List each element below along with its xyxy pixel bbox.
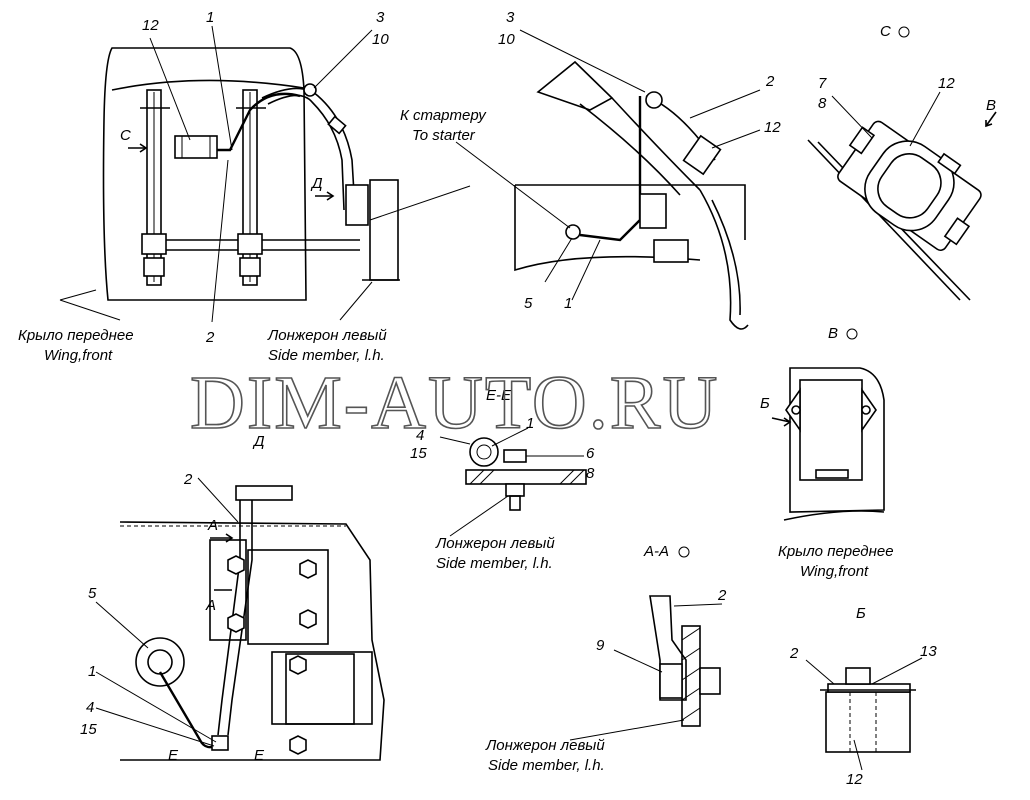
- label-7-c: 7: [818, 75, 827, 92]
- view-b: [771, 367, 885, 521]
- label-bb-arrow: Б: [760, 395, 770, 412]
- section-e-e-title: E-E: [486, 387, 512, 404]
- label-9-aa: 9: [596, 637, 605, 654]
- label-2-d: 2: [183, 471, 193, 488]
- label-1-top: 1: [564, 295, 572, 312]
- caption-side-member-ru-ee: Лонжерон левый: [435, 535, 555, 552]
- label-12-c: 12: [938, 75, 955, 92]
- label-15-ee: 15: [410, 445, 427, 462]
- caption-side-member-ru-aa: Лонжерон левый: [485, 737, 605, 754]
- labels: 12 1 3 10 C Д 2 Крыло переднее Wing,fron…: [18, 9, 996, 788]
- top-middle-view: [369, 29, 761, 330]
- section-a-a-title: A-A: [643, 543, 669, 560]
- label-2-bb: 2: [789, 645, 799, 662]
- caption-side-member-en-ee: Side member, l.h.: [436, 555, 553, 572]
- label-2-main: 2: [205, 329, 215, 346]
- section-e-e: [439, 427, 587, 537]
- label-4-d: 4: [86, 699, 94, 716]
- view-d-title: Д: [252, 433, 265, 450]
- label-12-main: 12: [142, 17, 159, 34]
- label-13-bb: 13: [920, 643, 937, 660]
- label-3-main: 3: [376, 9, 385, 26]
- label-8-c: 8: [818, 95, 827, 112]
- label-3-top: 3: [506, 9, 515, 26]
- label-10-main: 10: [372, 31, 389, 48]
- label-a-top-d: A: [207, 517, 218, 534]
- label-c-arrow: C: [120, 127, 131, 144]
- label-12-bb: 12: [846, 771, 863, 788]
- caption-wing-front-en: Wing,front: [44, 347, 113, 364]
- caption-wing-front-ru-b: Крыло переднее: [778, 543, 894, 560]
- view-c: [807, 91, 997, 301]
- view-c-marker-icon: [898, 26, 910, 38]
- label-2-top: 2: [765, 73, 775, 90]
- label-6-ee: 6: [586, 445, 595, 462]
- label-e-right-d: E: [254, 747, 265, 764]
- view-bb-title: Б: [856, 605, 866, 622]
- caption-wing-front-en-b: Wing,front: [800, 563, 869, 580]
- label-b-arrow: B: [986, 97, 996, 114]
- section-a-a: [569, 595, 723, 741]
- label-10-top: 10: [498, 31, 515, 48]
- caption-to-starter-en: To starter: [412, 127, 476, 144]
- caption-side-member-en-aa: Side member, l.h.: [488, 757, 605, 774]
- view-d: [95, 477, 385, 761]
- label-1-main: 1: [206, 9, 214, 26]
- label-4-ee: 4: [416, 427, 424, 444]
- caption-side-member-en: Side member, l.h.: [268, 347, 385, 364]
- label-5-top: 5: [524, 295, 533, 312]
- label-e-left-d: E: [168, 747, 179, 764]
- label-12-top: 12: [764, 119, 781, 136]
- view-b-marker-icon: [846, 328, 858, 340]
- view-bb: [805, 657, 923, 771]
- view-b-title: B: [828, 325, 838, 342]
- label-15-d: 15: [80, 721, 97, 738]
- label-a-bottom-d: A: [205, 597, 216, 614]
- caption-to-starter-ru: К стартеру: [400, 107, 487, 124]
- section-a-a-marker-icon: [678, 546, 690, 558]
- view-c-title: C: [880, 23, 891, 40]
- caption-wing-front-ru: Крыло переднее: [18, 327, 134, 344]
- label-d-arrow: Д: [310, 175, 323, 192]
- label-5-d: 5: [88, 585, 97, 602]
- label-8-ee: 8: [586, 465, 595, 482]
- caption-side-member-ru: Лонжерон левый: [267, 327, 387, 344]
- main-left-view: [59, 25, 400, 323]
- label-2-aa: 2: [717, 587, 727, 604]
- label-1-d: 1: [88, 663, 96, 680]
- watermark-text: DIM-AUTO.RU: [190, 361, 719, 445]
- label-1-ee: 1: [526, 415, 534, 432]
